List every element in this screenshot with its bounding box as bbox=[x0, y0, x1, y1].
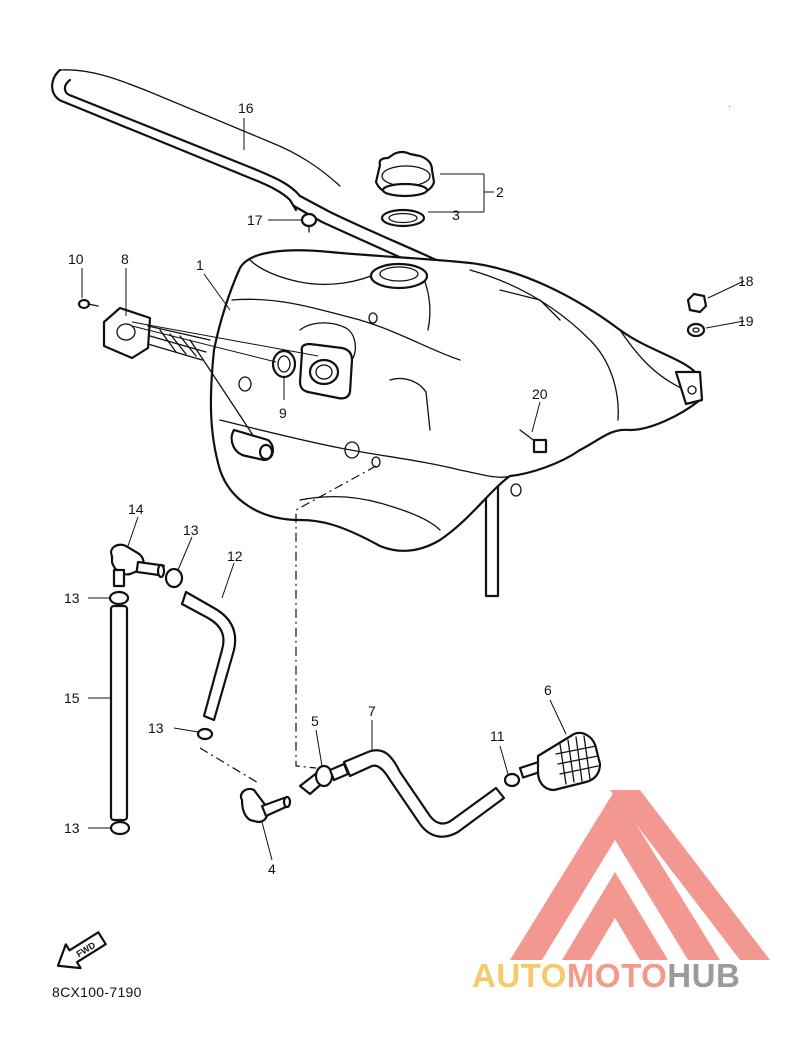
fuel-tank-1 bbox=[209, 249, 704, 552]
callout-12: 12 bbox=[227, 548, 243, 564]
callout-leaders bbox=[81, 118, 745, 861]
callout-16: 16 bbox=[238, 100, 254, 116]
hose-clamp-11 bbox=[503, 772, 521, 788]
fuel-hose-7 bbox=[342, 749, 506, 838]
bent-hose-12 bbox=[180, 590, 237, 722]
callout-3: 3 bbox=[452, 207, 460, 223]
automotohub-watermark: AUTOMOTOHUB bbox=[472, 957, 740, 995]
fuel-cap-2 bbox=[374, 150, 436, 198]
hose-clamp-13 bbox=[196, 727, 214, 741]
straight-hose-15 bbox=[109, 604, 129, 822]
grommet-17 bbox=[300, 212, 318, 233]
callout-11: 11 bbox=[490, 728, 505, 744]
pump-seal-9 bbox=[271, 349, 297, 379]
stray-mark: · bbox=[728, 101, 731, 112]
callout-17: 17 bbox=[247, 212, 263, 228]
callout-13: 13 bbox=[183, 522, 199, 538]
catalog-code: 8CX100-7190 bbox=[52, 984, 142, 1000]
sensor-20 bbox=[519, 429, 548, 454]
callout-7: 7 bbox=[368, 703, 376, 719]
callout-13: 13 bbox=[148, 720, 164, 736]
fuel-filter-6 bbox=[518, 731, 602, 792]
cap-gasket-3 bbox=[380, 208, 426, 228]
screw-10 bbox=[77, 298, 99, 310]
callout-14: 14 bbox=[128, 501, 144, 517]
fwd-arrow-icon: FWD bbox=[56, 931, 107, 970]
callout-1: 1 bbox=[196, 257, 204, 273]
callout-19: 19 bbox=[738, 313, 754, 329]
callout-13: 13 bbox=[64, 820, 80, 836]
nut-18 bbox=[686, 292, 708, 314]
watermark-auto: AUTO bbox=[472, 957, 567, 994]
joint-5 bbox=[298, 762, 350, 796]
automotohub-logo-icon bbox=[510, 790, 770, 960]
callout-18: 18 bbox=[738, 273, 754, 289]
connection-line bbox=[199, 747, 261, 785]
hose-clamp-13 bbox=[108, 590, 130, 606]
fuel-tap-14 bbox=[110, 543, 166, 588]
callout-6: 6 bbox=[544, 682, 552, 698]
callout-5: 5 bbox=[311, 713, 319, 729]
callout-8: 8 bbox=[121, 251, 129, 267]
hose-clamp-13 bbox=[164, 567, 184, 589]
washer-19 bbox=[686, 322, 706, 338]
callout-labels: 16 1 2 3 17 10 8 9 18 19 20 14 13 12 13 … bbox=[64, 100, 754, 877]
callout-20: 20 bbox=[532, 386, 548, 402]
callout-13: 13 bbox=[64, 590, 80, 606]
callout-2: 2 bbox=[496, 184, 504, 200]
callout-15: 15 bbox=[64, 690, 80, 706]
callout-9: 9 bbox=[279, 405, 287, 421]
elbow-fitting-4 bbox=[239, 787, 292, 824]
callout-4: 4 bbox=[268, 861, 276, 877]
connection-line bbox=[295, 465, 377, 769]
watermark-moto: MOTO bbox=[566, 957, 668, 994]
callout-10: 10 bbox=[68, 251, 84, 267]
watermark-hub: HUB bbox=[667, 957, 741, 994]
hose-clamp-13 bbox=[109, 820, 131, 836]
fuel-pump-8 bbox=[102, 306, 274, 462]
